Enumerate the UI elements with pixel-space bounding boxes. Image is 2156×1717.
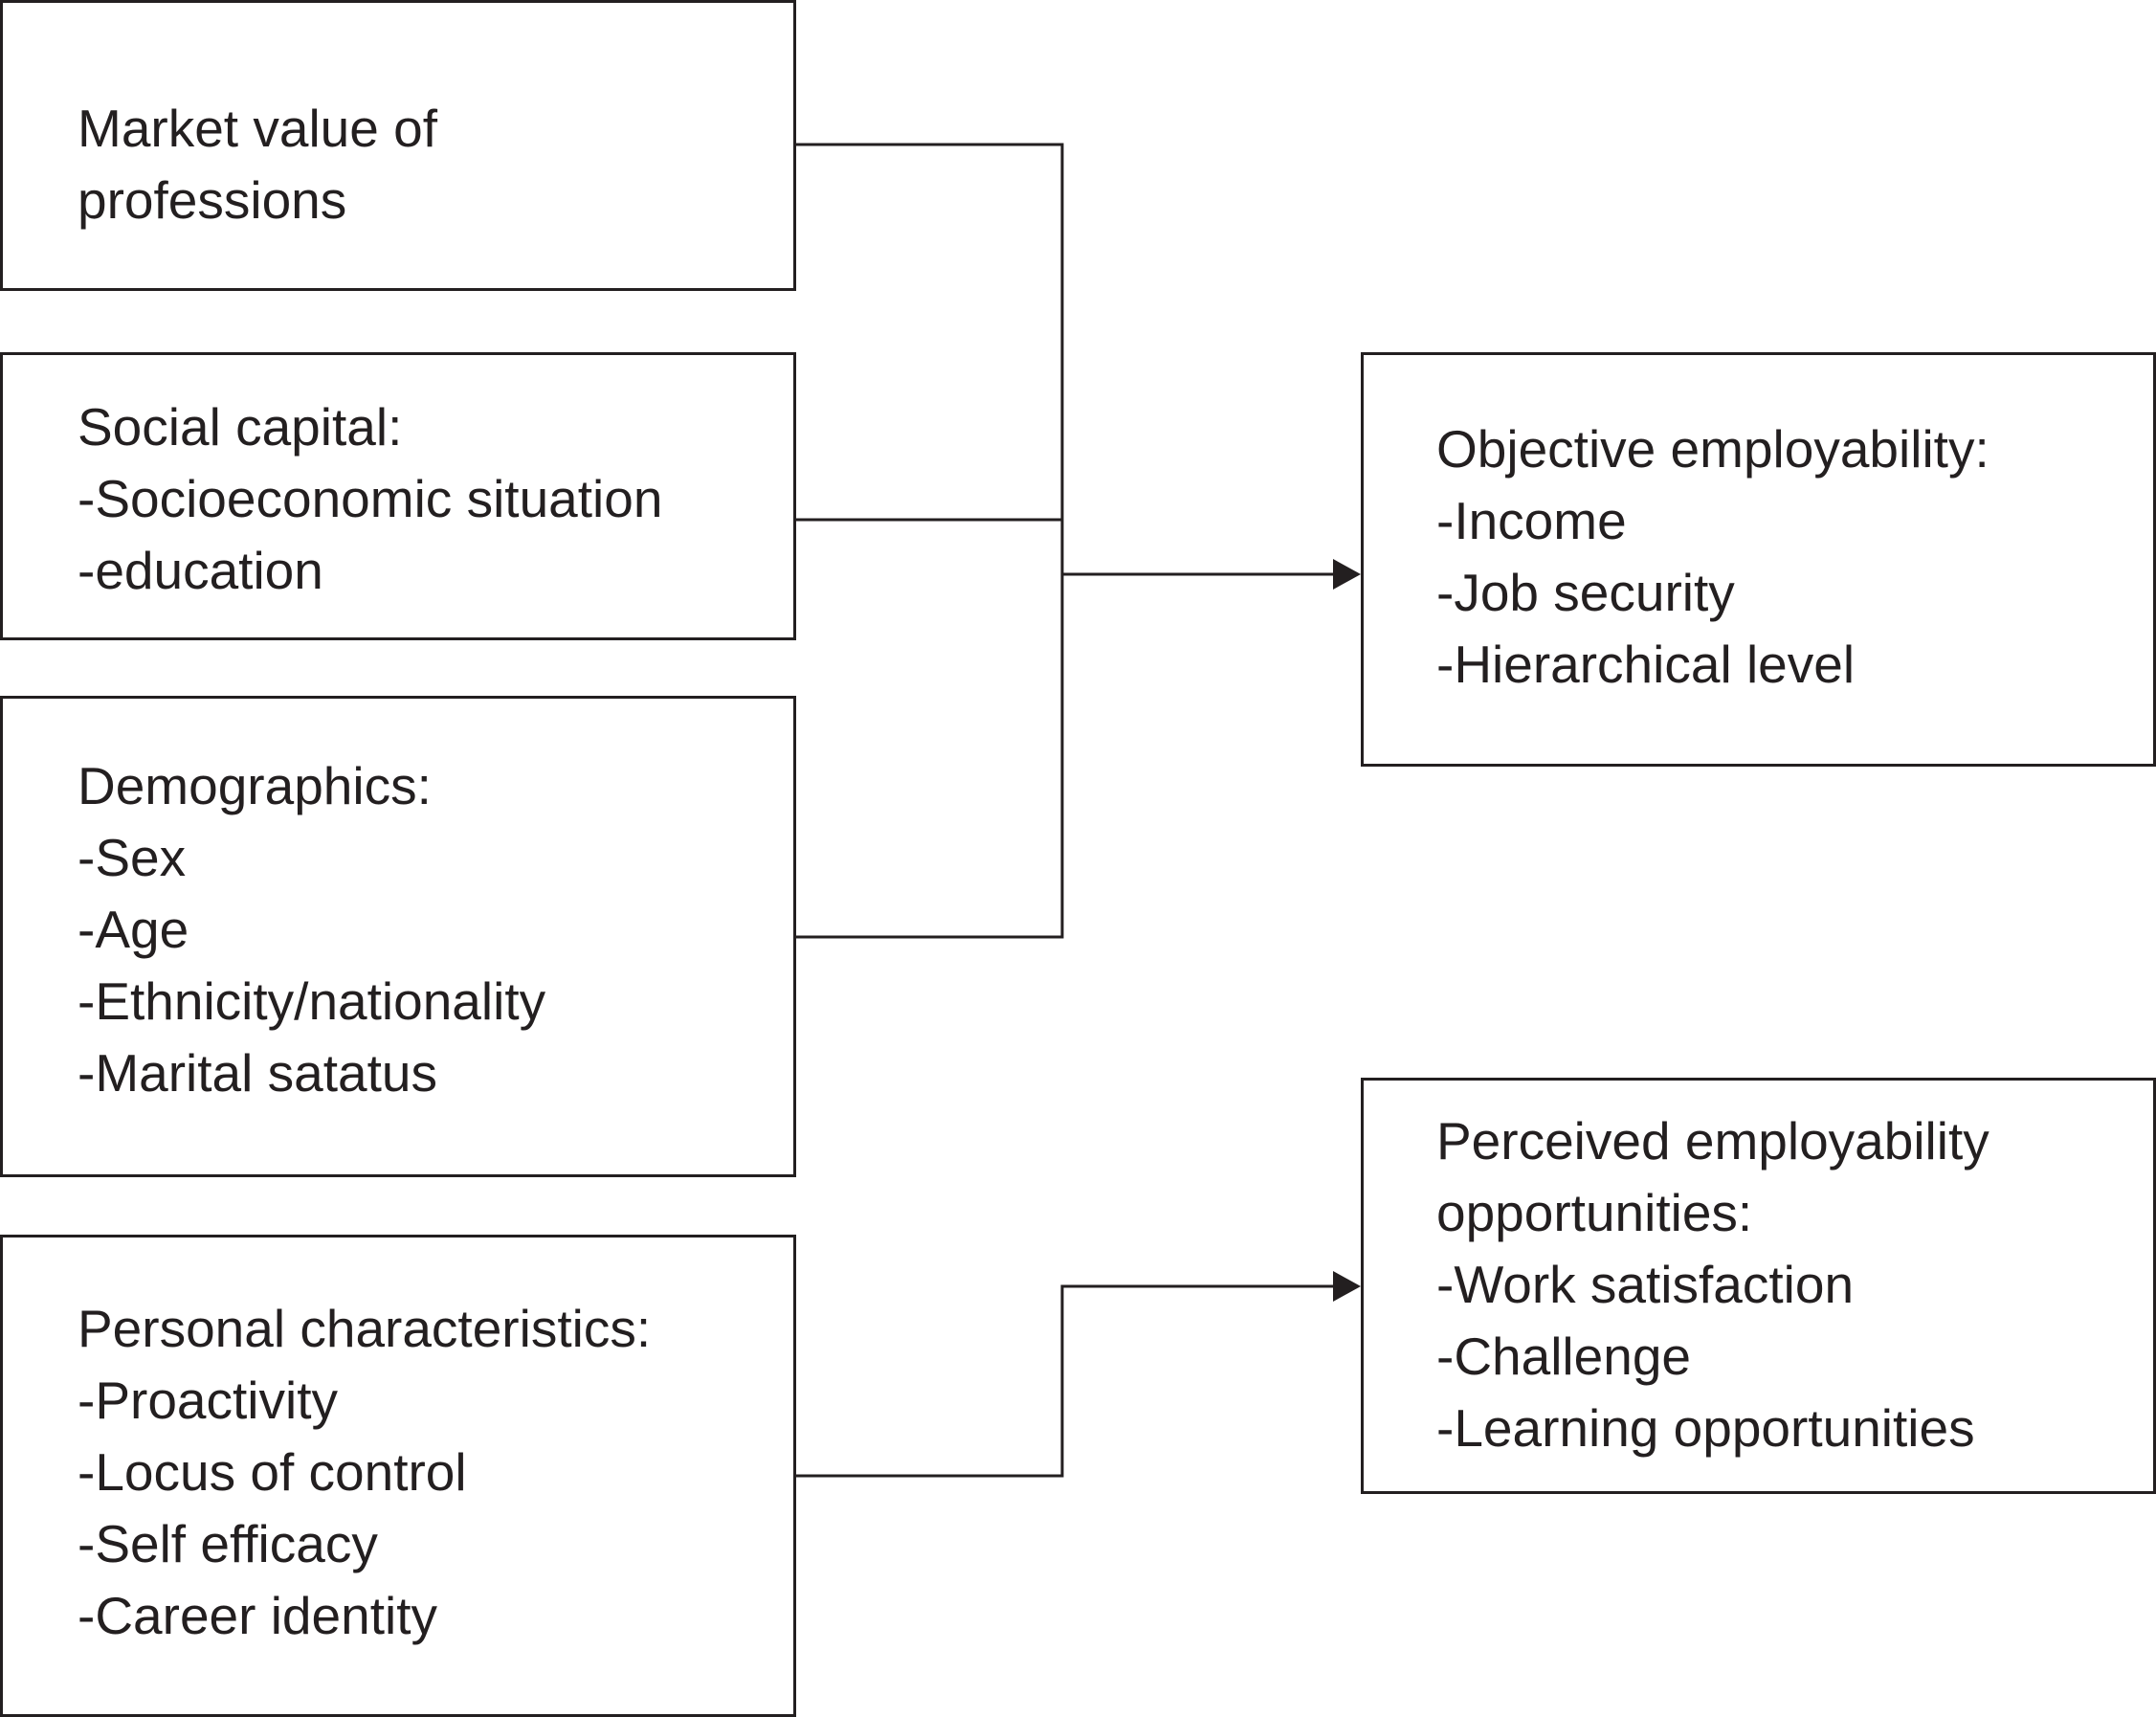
personal-characteristics-box: Personal characteristics: -Proactivity -…	[0, 1235, 796, 1717]
personal-characteristics-item: -Career identity	[78, 1586, 437, 1645]
market-value-text: Market value of professions	[78, 93, 437, 236]
demographics-item: -Ethnicity/nationality	[78, 971, 546, 1031]
demographics-text: Demographics: -Sex -Age -Ethnicity/natio…	[78, 750, 545, 1109]
perceived-employability-heading: Perceived employability	[1436, 1111, 1989, 1171]
demographics-item: -Sex	[78, 828, 187, 887]
objective-employability-box: Objective employability: -Income -Job se…	[1361, 352, 2156, 767]
social-capital-heading: Social capital:	[78, 397, 403, 457]
demographics-heading: Demographics:	[78, 756, 432, 815]
connector-market-to-bus	[796, 143, 1064, 939]
social-capital-box: Social capital: -Socioeconomic situation…	[0, 352, 796, 640]
market-value-line: Market value of	[78, 99, 438, 158]
market-value-line: professions	[78, 170, 347, 230]
demographics-item: -Marital satatus	[78, 1043, 437, 1103]
market-value-box: Market value of professions	[0, 0, 796, 291]
social-capital-text: Social capital: -Socioeconomic situation…	[78, 391, 662, 607]
connector-personal-to-perceived	[796, 1284, 1335, 1478]
personal-characteristics-item: -Locus of control	[78, 1442, 467, 1502]
social-capital-item: -education	[78, 541, 323, 600]
personal-characteristics-item: -Self efficacy	[78, 1514, 378, 1573]
objective-employability-item: -Hierarchical level	[1436, 635, 1856, 694]
perceived-employability-item: -Learning opportunities	[1436, 1398, 1975, 1458]
perceived-employability-box: Perceived employability opportunities: -…	[1361, 1078, 2156, 1494]
perceived-employability-text: Perceived employability opportunities: -…	[1436, 1105, 1989, 1464]
personal-characteristics-heading: Personal characteristics:	[78, 1299, 652, 1358]
social-capital-item: -Socioeconomic situation	[78, 469, 663, 528]
personal-characteristics-item: -Proactivity	[78, 1371, 338, 1430]
objective-employability-heading: Objective employability:	[1436, 419, 1989, 479]
arrowhead-objective	[1333, 559, 1361, 590]
objective-employability-text: Objective employability: -Income -Job se…	[1436, 413, 1989, 701]
perceived-employability-item: -Work satisfaction	[1436, 1255, 1855, 1314]
arrowhead-perceived	[1333, 1271, 1361, 1302]
perceived-employability-heading: opportunities:	[1436, 1183, 1753, 1242]
objective-employability-item: -Job security	[1436, 563, 1735, 622]
objective-employability-item: -Income	[1436, 491, 1627, 550]
personal-characteristics-text: Personal characteristics: -Proactivity -…	[78, 1293, 651, 1652]
demographics-item: -Age	[78, 900, 189, 959]
demographics-box: Demographics: -Sex -Age -Ethnicity/natio…	[0, 696, 796, 1177]
perceived-employability-item: -Challenge	[1436, 1327, 1692, 1386]
